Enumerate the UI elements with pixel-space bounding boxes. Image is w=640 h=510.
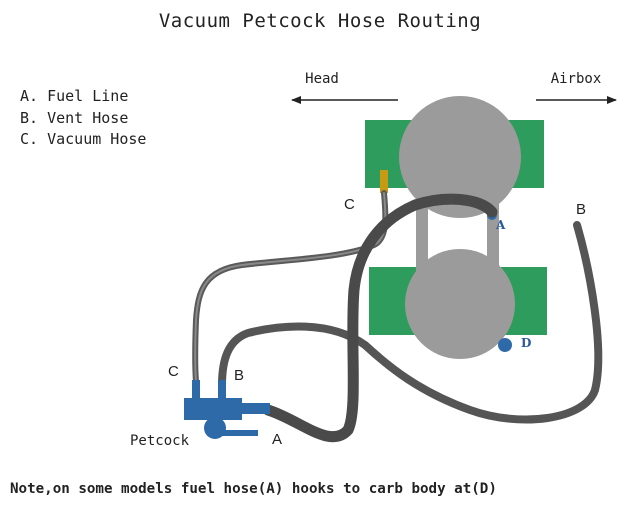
petcock-body <box>184 398 242 420</box>
petcock-assembly <box>184 380 270 439</box>
upper-carb-body <box>399 96 521 218</box>
petcock-label: Petcock <box>130 433 190 449</box>
port-a-outlet <box>240 403 270 414</box>
port-b-label: B <box>234 367 244 384</box>
legend-item-fuel-line: A. Fuel Line <box>20 87 129 105</box>
point-d-marker <box>498 338 512 352</box>
legend: A. Fuel Line B. Vent Hose C. Vacuum Hose <box>20 86 146 151</box>
routing-note: Note,on some models fuel hose(A) hooks t… <box>10 481 497 497</box>
vent-hose-b <box>218 221 603 424</box>
legend-item-vacuum-hose: C. Vacuum Hose <box>20 130 147 148</box>
lower-carb-body <box>405 249 515 359</box>
head-direction-label: Head <box>305 71 339 87</box>
hoses <box>192 190 603 443</box>
vacuum-fitting <box>380 170 388 193</box>
diagram-title: Vacuum Petcock Hose Routing <box>158 10 482 32</box>
port-a-label: A <box>272 431 282 448</box>
petcock-knob <box>204 417 226 439</box>
port-c-nipple <box>192 380 200 400</box>
airbox-direction-label: Airbox <box>551 71 602 87</box>
carburetor-assembly <box>365 96 547 359</box>
port-c-label: C <box>168 363 179 380</box>
hose-b-airbox-label: B <box>576 201 586 218</box>
port-b-nipple <box>218 380 226 400</box>
vacuum-hose-c-highlight <box>194 192 387 383</box>
hose-c-carb-label: C <box>344 196 355 213</box>
petcock-lever <box>210 430 258 436</box>
point-d-label: D <box>521 336 531 350</box>
legend-item-vent-hose: B. Vent Hose <box>20 108 129 127</box>
fuel-hose-a <box>262 193 498 443</box>
hose-a-carb-label: A <box>495 218 506 232</box>
